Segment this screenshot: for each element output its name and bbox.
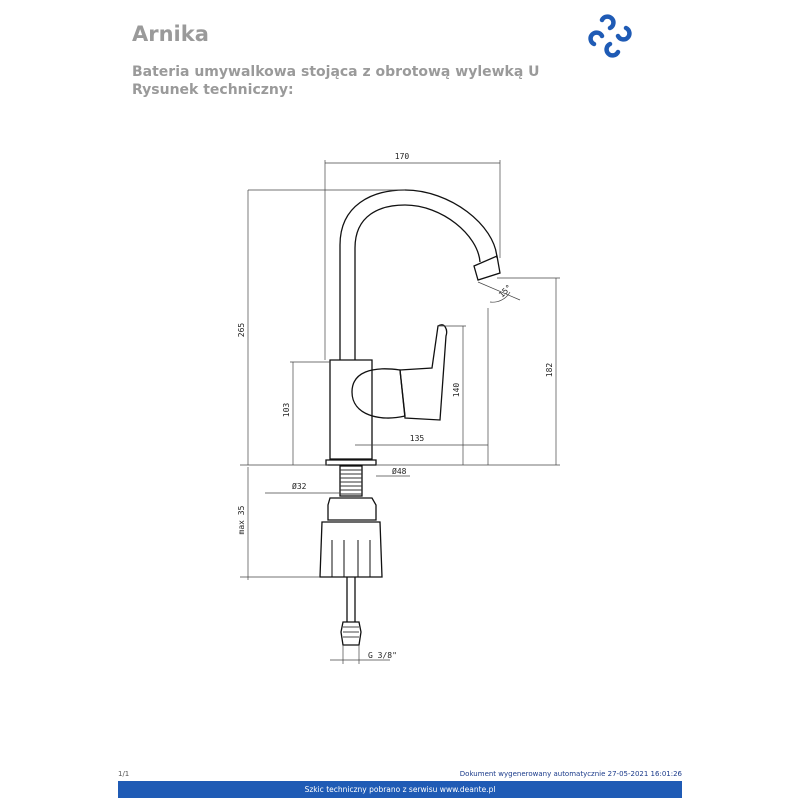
dim-height-total: 265 (237, 323, 246, 338)
dim-height-spout: 182 (545, 363, 554, 378)
page-number: 1/1 (118, 770, 130, 778)
dim-reach: 135 (410, 434, 425, 443)
fixing-bracket (319, 521, 383, 578)
dim-base-diameter: Ø48 (392, 466, 407, 476)
hose-fitting (340, 621, 362, 646)
generated-note: Dokument wygenerowany automatycznie 27-0… (459, 770, 682, 778)
subtitle-product-description: Bateria umywalkowa stojąca z obrotową wy… (132, 64, 540, 80)
spout-outer (339, 189, 498, 360)
fixing-nut (327, 497, 377, 521)
page-subtitle: Bateria umywalkowa stojąca z obrotową wy… (132, 63, 540, 99)
deante-logo-icon (588, 14, 632, 58)
dim-width-top: 170 (395, 152, 410, 161)
subtitle-drawing-label: Rysunek techniczny: (132, 82, 294, 98)
faucet-base (325, 459, 377, 466)
dim-thread-diameter: Ø32 (292, 481, 307, 491)
dim-body-height: 103 (282, 403, 291, 418)
handle-knob (351, 368, 406, 419)
footer-source-bar: Szkic techniczny pobrano z serwisu www.d… (118, 781, 682, 798)
dim-handle-height: 140 (452, 383, 461, 398)
page-title: Arnika (132, 22, 209, 46)
dim-angle: 15° (497, 283, 514, 300)
spout-inner (354, 204, 481, 360)
spout-tip (473, 255, 501, 281)
faucet-body (329, 359, 373, 460)
dim-hose-thread: G 3/8" (368, 651, 397, 660)
handle-lever (399, 324, 448, 421)
dim-mount-depth: max 35 (237, 505, 246, 534)
thread-shank (339, 465, 363, 497)
